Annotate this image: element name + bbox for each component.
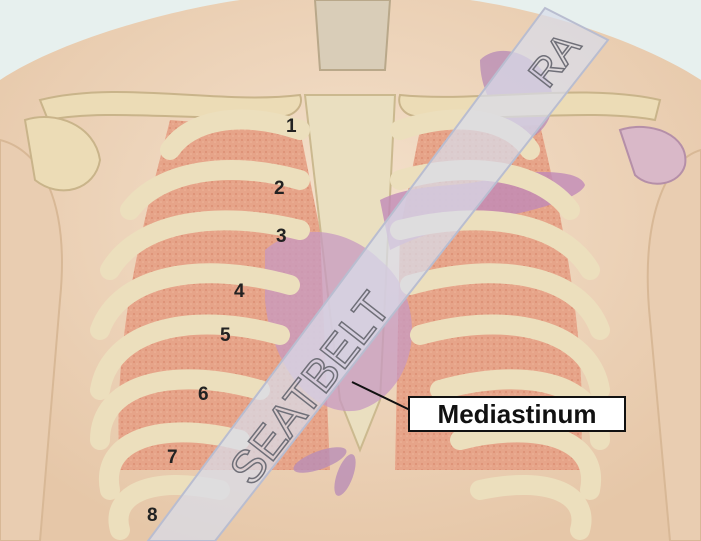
- rib-label-1: 1: [286, 116, 297, 138]
- mediastinum-callout: Mediastinum: [408, 396, 626, 432]
- rib-label-6: 6: [198, 384, 209, 406]
- rib-label-5: 5: [220, 325, 231, 347]
- rib-label-2: 2: [274, 178, 285, 200]
- rib-label-8: 8: [147, 505, 158, 527]
- rib-label-4: 4: [234, 281, 245, 303]
- rib-label-3: 3: [276, 226, 287, 248]
- cervical-spine: [315, 0, 390, 70]
- rib-label-7: 7: [167, 447, 178, 469]
